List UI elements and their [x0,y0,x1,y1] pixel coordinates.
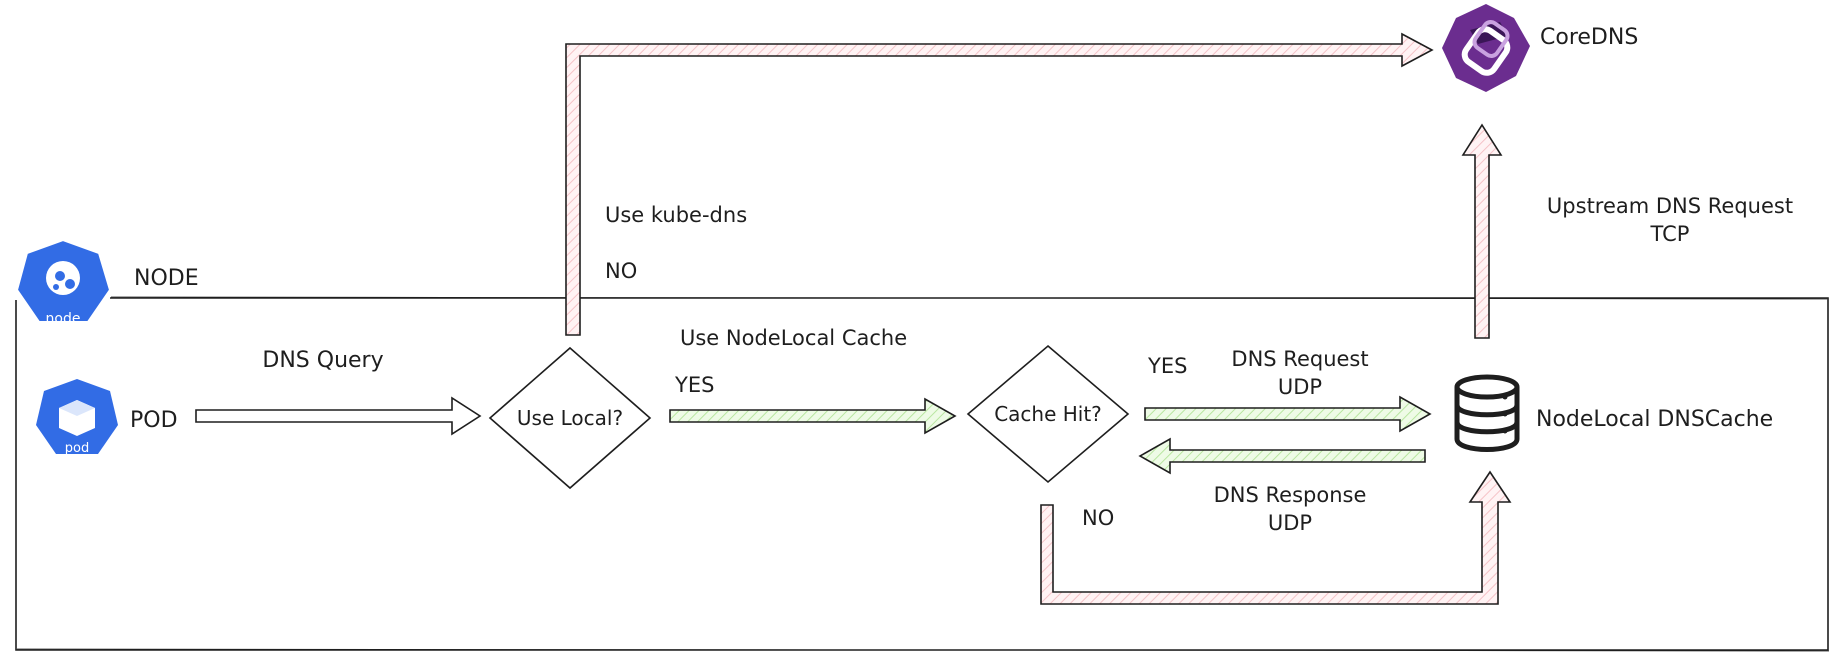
dns-request-proto: UDP [1278,375,1322,399]
node-boundary [15,296,1830,652]
pod-label: POD [130,408,178,433]
use-local-label: Use Local? [517,406,623,430]
cache-hit-decision: Cache Hit? [966,344,1130,484]
upstream-request-arrow [1461,123,1503,339]
upstream-request-label: Upstream DNS Request [1547,194,1793,218]
node-label: NODE [134,266,199,291]
coredns-label: CoreDNS [1540,25,1638,50]
use-local-decision: Use Local? [488,346,652,490]
dns-query-label: DNS Query [262,348,383,373]
nodelocal-dnscache-label: NodeLocal DNSCache [1536,407,1773,432]
kubernetes-node-icon: node [15,238,112,327]
no-label-top: NO [605,259,637,283]
dns-response-arrow [1138,437,1426,475]
nodelocal-cache-arrow [669,397,957,435]
pod-icon-label: pod [65,441,89,456]
dns-request-label: DNS Request [1231,347,1368,371]
cache-hit-label: Cache Hit? [994,402,1102,426]
cache-miss-arrow [1040,470,1512,605]
dns-response-proto: UDP [1268,511,1312,535]
upstream-proto-label: TCP [1650,222,1690,246]
coredns-logo-icon [1442,4,1530,92]
yes-label-right: YES [1147,354,1187,378]
database-icon [1454,374,1520,452]
yes-label-left: YES [674,373,714,397]
kube-dns-arrow [565,32,1434,336]
dns-query-arrow [195,396,482,436]
kubernetes-pod-icon: pod [36,379,118,456]
use-nodelocal-cache-label: Use NodeLocal Cache [680,326,907,350]
dns-response-label: DNS Response [1214,483,1367,507]
dns-request-arrow [1144,395,1432,433]
use-kube-dns-label: Use kube-dns [605,203,747,227]
node-icon-label: node [46,311,81,327]
no-label-bottom: NO [1082,506,1114,530]
database-icon-dots [1502,394,1508,434]
